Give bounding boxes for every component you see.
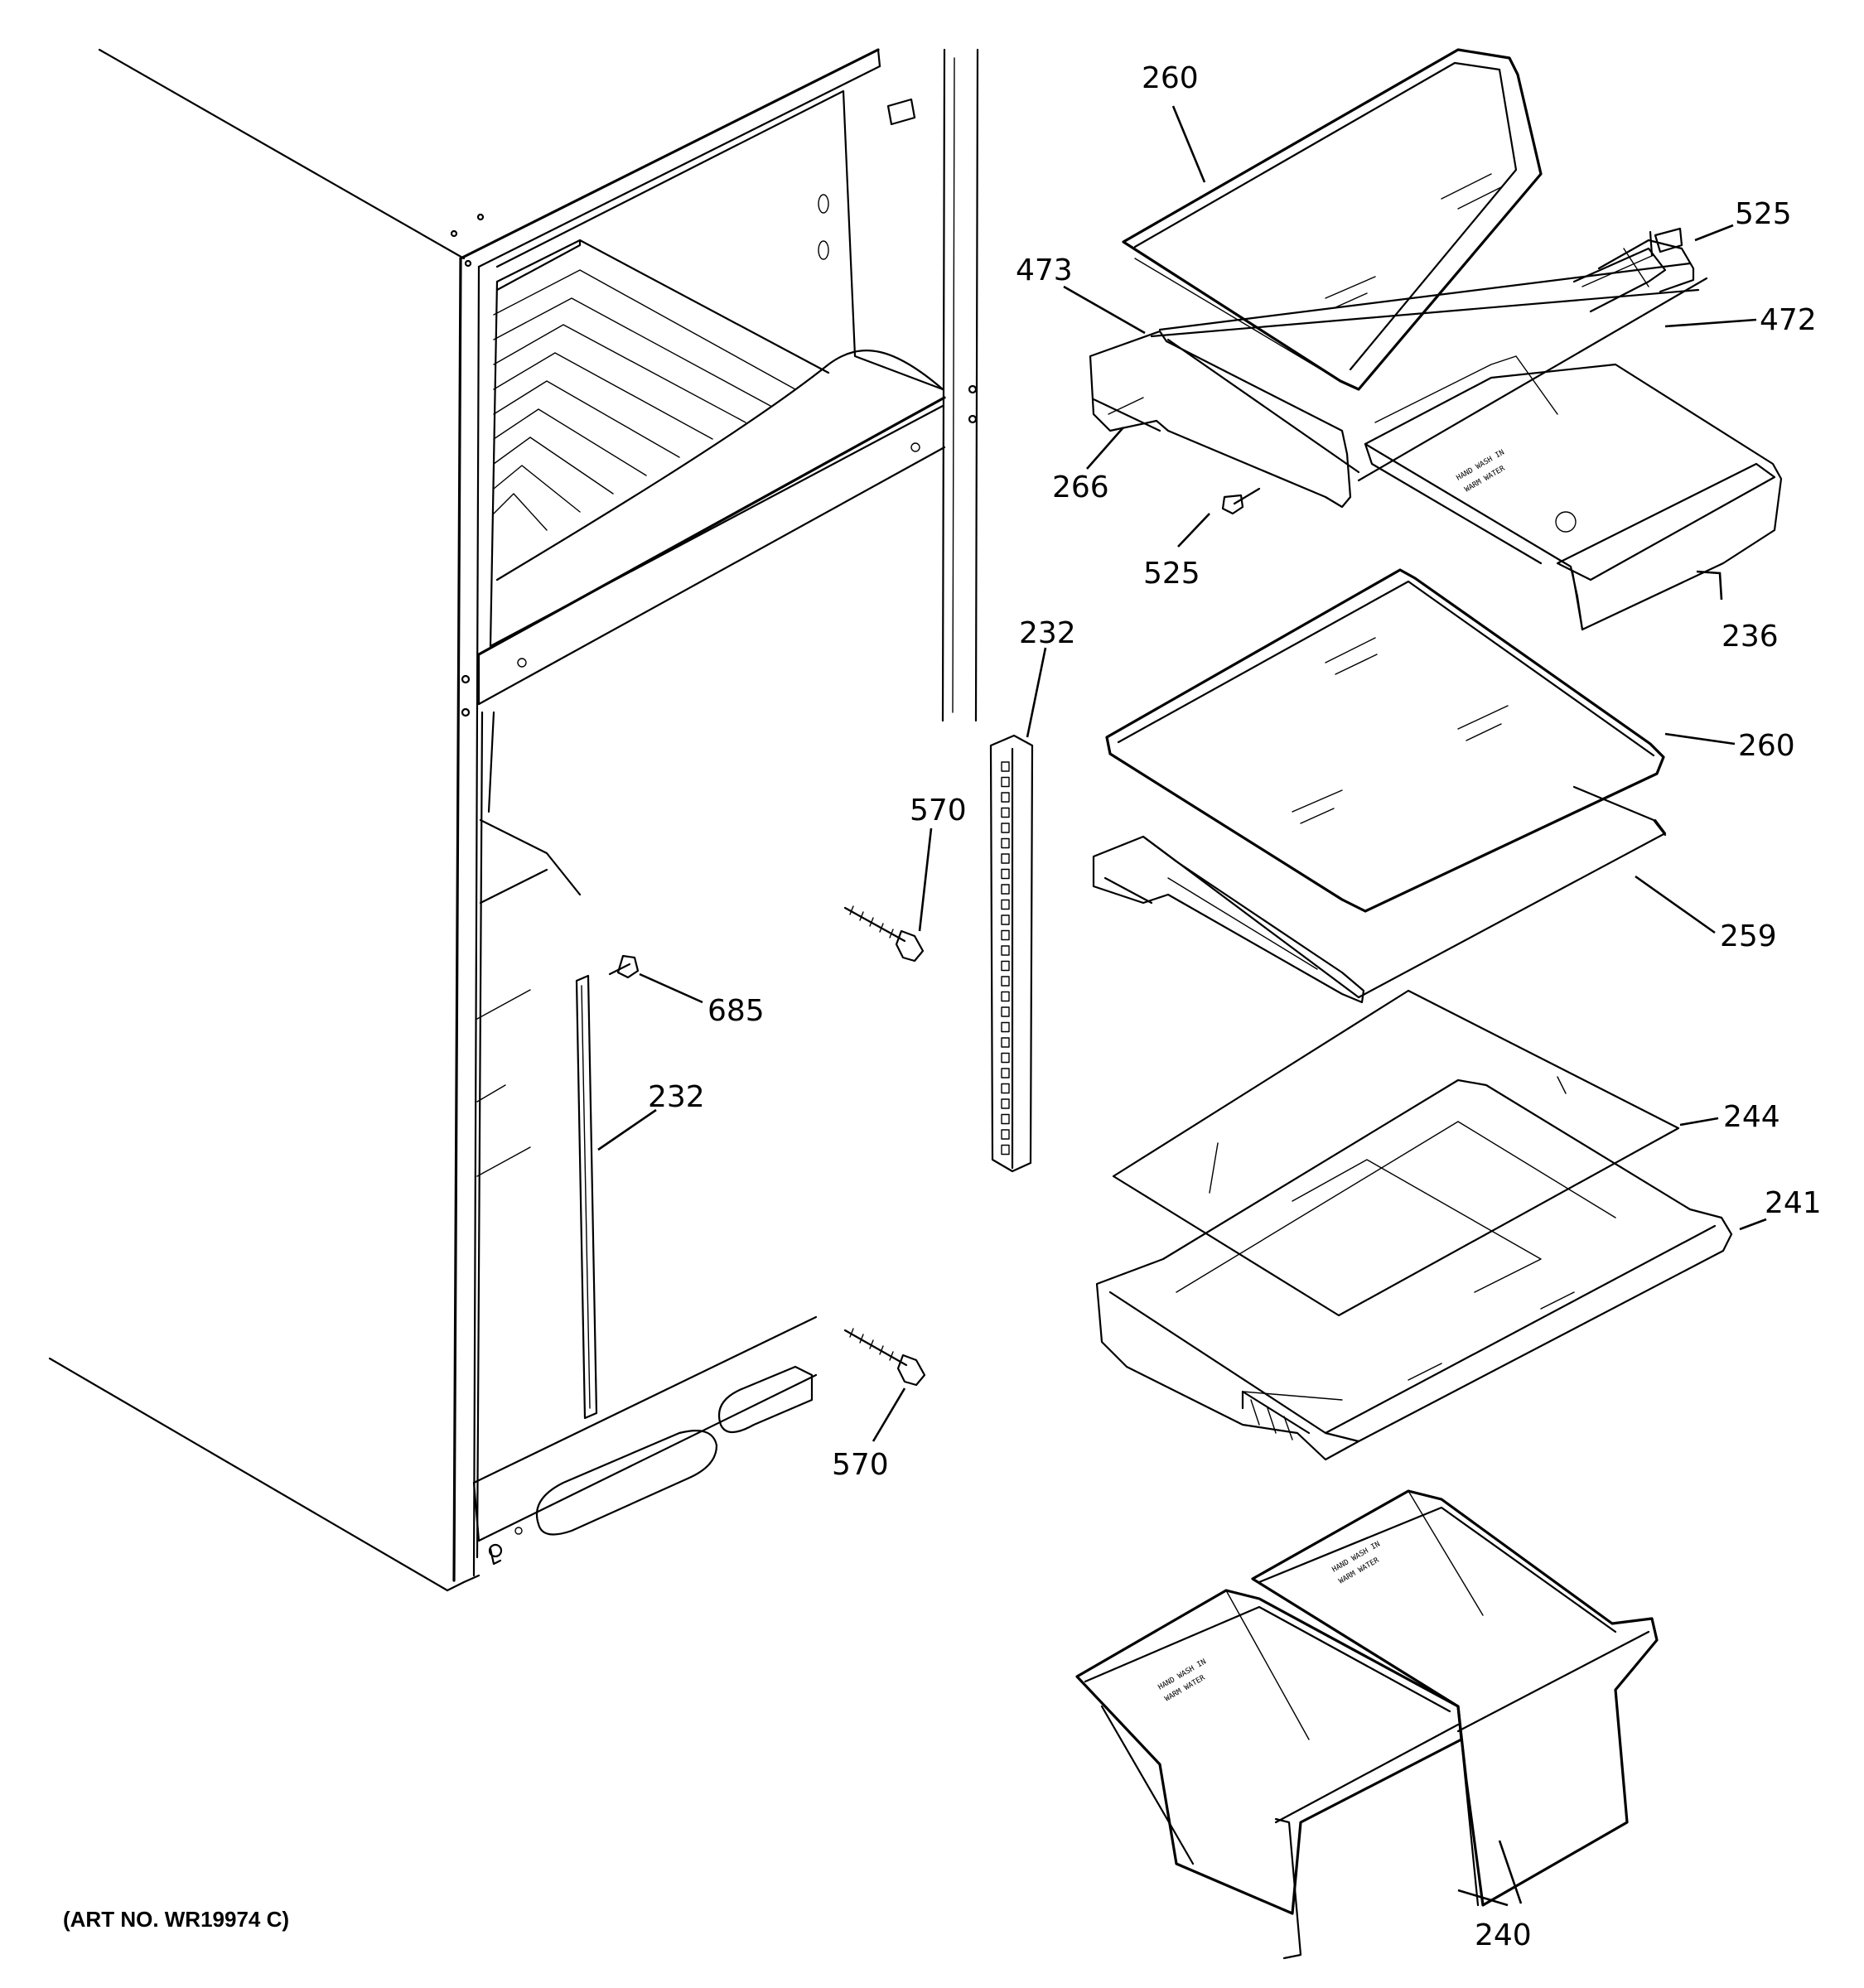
callout-570-lower: 570 [832, 1448, 889, 1482]
rail-slot [1001, 945, 1010, 956]
refrigerator-cabinet [48, 48, 979, 1592]
callout-473: 473 [1016, 253, 1073, 287]
shelf-rail-232-left [575, 974, 598, 1420]
screw-570-lower [843, 1328, 926, 1387]
callout-570-upper: 570 [910, 794, 967, 828]
shelf-rail-232-center [989, 734, 1034, 1173]
rail-slot [1001, 837, 1010, 849]
rail-slot [1001, 884, 1010, 895]
rail-slot [1001, 1068, 1010, 1078]
art-number: (ART NO. WR19974 C) [63, 1907, 289, 1932]
rail-slot [1001, 1129, 1010, 1140]
crisper-drawer-240-left: HAND WASH IN WARM WATER [1075, 1589, 1463, 1960]
callout-232-center: 232 [1019, 616, 1076, 650]
rail-slot [1001, 960, 1010, 972]
rail-slot [1001, 1113, 1010, 1125]
screw-525-lower [1221, 487, 1261, 515]
rail-slot [1001, 1144, 1010, 1156]
rail-slot [1001, 761, 1010, 772]
callout-525-lower: 525 [1143, 557, 1200, 591]
callout-labels: 260 525 473 472 266 525 236 232 260 570 … [648, 61, 1822, 1952]
rail-slot [1001, 1021, 1010, 1033]
callout-472: 472 [1760, 303, 1817, 337]
callout-236: 236 [1722, 620, 1779, 654]
callout-240: 240 [1475, 1918, 1532, 1952]
callout-259: 259 [1720, 919, 1777, 953]
rail-slot [1001, 776, 1010, 788]
rail-slot [1001, 899, 1010, 910]
rail-slot [1001, 823, 1010, 833]
rail-slot [1001, 914, 1010, 925]
glass-shelf-260-top [1122, 48, 1543, 391]
screw-570-upper [843, 905, 925, 963]
callout-260-top: 260 [1142, 61, 1199, 95]
rail-slot [1001, 1052, 1010, 1064]
rail-slot [1001, 976, 1010, 987]
rail-slot [1001, 1037, 1010, 1048]
callout-685: 685 [707, 994, 765, 1028]
callout-232-left: 232 [648, 1080, 705, 1114]
rail-slot [1001, 1098, 1010, 1109]
rail-slot [1001, 868, 1010, 880]
rail-slot [1001, 807, 1010, 818]
callout-266: 266 [1052, 470, 1109, 504]
callout-260-middle: 260 [1738, 729, 1795, 763]
screw-525-upper [1649, 227, 1683, 257]
rail-slot [1001, 1083, 1010, 1094]
rail-slot [1001, 1006, 1010, 1017]
crisper-frame-241 [1095, 1078, 1733, 1461]
rail-slot [1001, 929, 1010, 941]
callout-525-upper: 525 [1735, 197, 1792, 231]
bracket-472 [1572, 247, 1667, 313]
callout-244: 244 [1723, 1100, 1780, 1134]
leader-lines [597, 105, 1767, 1907]
crisper-cover-glass-244 [1112, 989, 1680, 1317]
screw-685 [608, 954, 640, 979]
crisper-drawer-240-right: HAND WASH IN WARM WATER [1251, 1489, 1659, 1907]
glass-shelf-260-middle [1105, 568, 1665, 913]
rail-slot [1001, 792, 1010, 803]
shelf-frame-259 [1092, 785, 1667, 1004]
callout-241: 241 [1765, 1186, 1822, 1220]
shelf-rail-slots [1001, 761, 1010, 1156]
rail-slot [1001, 991, 1010, 1002]
rail-slot [1001, 853, 1010, 864]
